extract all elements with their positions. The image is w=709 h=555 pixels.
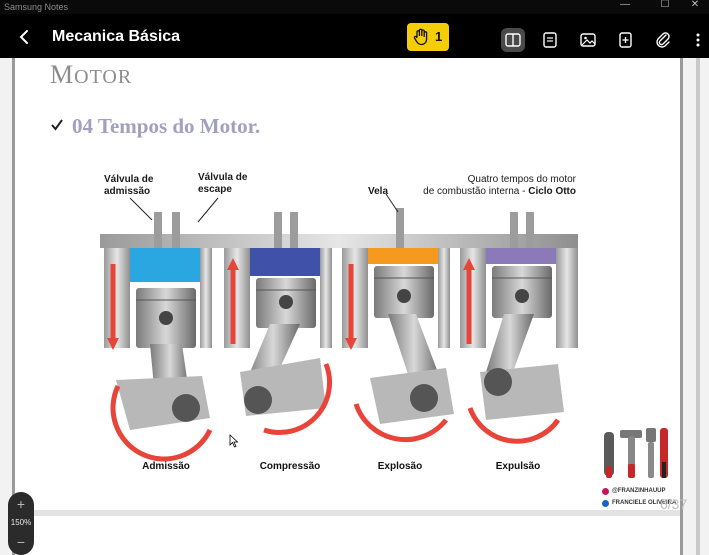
cylinder-explosion: [342, 208, 454, 443]
book-view-button[interactable]: [501, 28, 525, 52]
attach-button[interactable]: [651, 28, 675, 52]
watermark: @FRANZINHAUUP FRANCIELE OLIVEIRA: [598, 422, 682, 512]
page-indicator: 6/37: [660, 496, 688, 512]
slide-title-rest: OTOR: [74, 66, 133, 88]
hand-icon: [413, 28, 428, 46]
close-button[interactable]: ✕: [690, 0, 700, 10]
app-toolbar: Mecanica Básica 1: [0, 14, 709, 58]
engine-illustration: [100, 193, 578, 462]
add-page-icon: [619, 32, 632, 48]
back-button[interactable]: [14, 26, 36, 48]
os-title-bar: Samsung Notes — ☐ ✕: [0, 0, 709, 14]
minimize-button[interactable]: —: [620, 0, 630, 10]
book-view-icon: [505, 33, 521, 47]
maximize-button[interactable]: ☐: [660, 0, 670, 10]
back-chevron-icon: [19, 30, 28, 44]
instagram-icon: [602, 488, 609, 495]
zoom-in-button[interactable]: +: [16, 496, 26, 512]
caption-line2-bold: Ciclo Otto: [528, 186, 576, 197]
label-exhaust-valve-line2: escape: [198, 184, 232, 195]
label-intake-valve-line1: Válvula de: [104, 174, 154, 185]
label-intake-valve-line2: admissão: [104, 186, 151, 197]
window-app-name: Samsung Notes: [4, 2, 69, 12]
page-edge-left: [12, 58, 15, 555]
text-view-button[interactable]: [538, 28, 562, 52]
page-divider: [15, 510, 680, 516]
stroke-label-compression: Compressão: [259, 461, 321, 472]
facebook-icon: [602, 500, 609, 507]
watermark-name: FRANCIELE OLIVEIRA: [612, 500, 677, 506]
caption-line1: Quatro tempos do motor: [467, 174, 576, 185]
tools-logo: [604, 428, 668, 478]
insert-image-button[interactable]: [576, 28, 600, 52]
text-view-icon: [543, 32, 557, 48]
watermark-handle: @FRANZINHAUUP: [612, 488, 666, 494]
slide-title: MOTOR: [50, 60, 132, 90]
checkmark-icon: [51, 119, 63, 131]
raise-hand-button[interactable]: 1: [407, 23, 449, 51]
zoom-level: 150%: [10, 518, 32, 527]
page-edge-right: [680, 58, 683, 555]
attach-icon: [656, 32, 670, 48]
cylinder-exhaust: [460, 212, 578, 444]
cylinder-compression: [224, 212, 333, 435]
cylinder-head: [100, 234, 578, 248]
raise-hand-count: 1: [435, 29, 443, 44]
add-page-button[interactable]: [614, 28, 638, 52]
label-spark-plug: Vela: [368, 186, 389, 197]
stroke-label-explosion: Explosão: [377, 461, 423, 472]
next-note-page[interactable]: [15, 516, 680, 555]
bullet-heading: 04 Tempos do Motor.: [72, 114, 261, 138]
label-exhaust-valve-line1: Válvula de: [198, 172, 248, 183]
image-icon: [580, 33, 596, 47]
slide-title-initial: M: [50, 60, 75, 89]
zoom-out-button[interactable]: −: [16, 534, 26, 550]
zoom-control: + 150% −: [8, 492, 34, 555]
cylinder-admission: [104, 212, 213, 462]
more-icon: [696, 33, 700, 47]
stroke-label-exhaust: Expulsão: [495, 461, 541, 472]
vertical-scrollbar[interactable]: [696, 58, 700, 555]
note-title: Mecanica Básica: [52, 28, 181, 45]
more-options-button[interactable]: [690, 28, 706, 52]
mouse-cursor-icon: [229, 434, 239, 448]
caption-line2-prefix: de combustão interna -: [423, 186, 529, 197]
stroke-label-admission: Admissão: [142, 461, 190, 472]
